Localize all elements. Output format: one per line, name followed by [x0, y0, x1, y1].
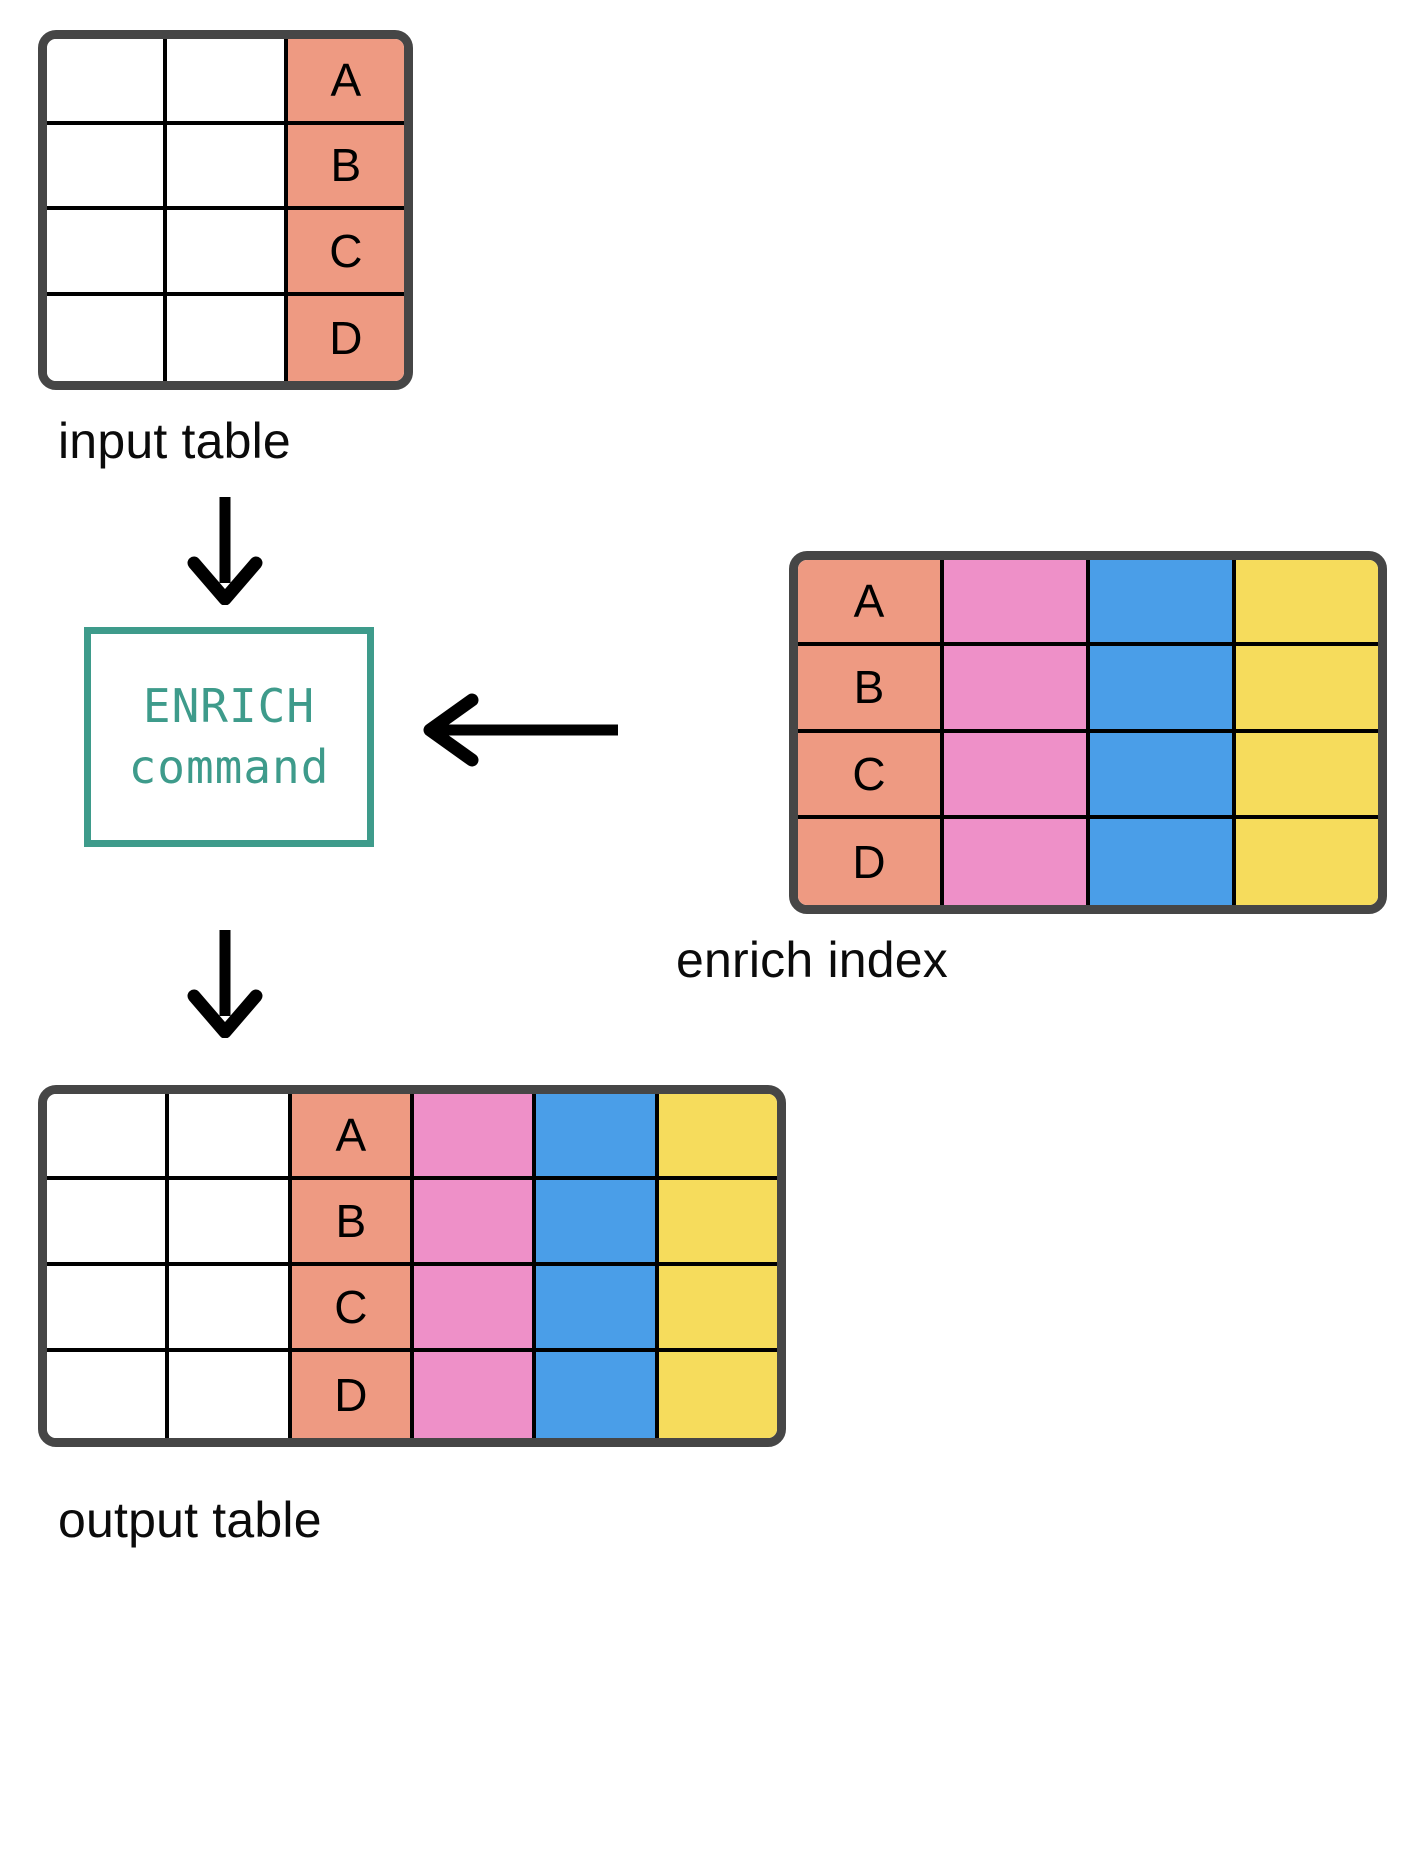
cell: [1090, 818, 1236, 905]
cell: [47, 1094, 170, 1180]
cell: [413, 1180, 537, 1266]
cell: [658, 1180, 777, 1266]
cell: [169, 1352, 292, 1438]
cell: [944, 560, 1090, 647]
table-row: B: [47, 124, 404, 210]
input-table-label: input table: [58, 413, 291, 469]
cell: [536, 1094, 659, 1180]
table-row: C: [47, 1266, 777, 1352]
cell: [167, 210, 288, 296]
cell: [169, 1094, 292, 1180]
table-row: A: [47, 39, 404, 125]
cell: [536, 1180, 659, 1266]
cell: [658, 1352, 777, 1438]
table-row: B: [798, 646, 1378, 733]
cell: [47, 39, 168, 125]
cell: [167, 39, 288, 125]
cell: [167, 295, 288, 381]
cell-key: C: [291, 1266, 414, 1352]
cell-key: B: [798, 646, 944, 733]
table-row: D: [47, 295, 404, 381]
cell: [658, 1266, 777, 1352]
cell: [658, 1094, 777, 1180]
enrich-index-table: A B C D: [789, 551, 1387, 914]
enrich-index-label: enrich index: [676, 932, 949, 988]
table-row: C: [798, 732, 1378, 819]
cell: [944, 646, 1090, 733]
cell-key: A: [287, 39, 404, 125]
cell-key: B: [287, 124, 404, 210]
cell: [169, 1180, 292, 1266]
cell: [1090, 732, 1236, 819]
output-table: A B C D: [38, 1085, 786, 1447]
cell: [1090, 646, 1236, 733]
table-row: C: [47, 210, 404, 296]
cell: [169, 1266, 292, 1352]
cell: [47, 210, 168, 296]
table-row: A: [47, 1094, 777, 1180]
enrich-command-box[interactable]: ENRICH command: [84, 627, 374, 847]
output-table-label: output table: [58, 1492, 322, 1548]
cell-key: C: [798, 732, 944, 819]
cell: [47, 1180, 170, 1266]
cell: [1236, 818, 1378, 905]
cell: [536, 1352, 659, 1438]
cell: [413, 1266, 537, 1352]
table-row: D: [47, 1352, 777, 1438]
cell: [413, 1094, 537, 1180]
input-table: A B C D: [38, 30, 413, 390]
cell-key: D: [291, 1352, 414, 1438]
arrow-command-to-output-icon: [180, 928, 270, 1043]
cell: [47, 1266, 170, 1352]
cell: [944, 818, 1090, 905]
arrow-input-to-command-icon: [180, 495, 270, 610]
table-row: B: [47, 1180, 777, 1266]
command-line-1: ENRICH: [142, 678, 316, 733]
table-row: A: [798, 560, 1378, 647]
cell: [47, 124, 168, 210]
cell: [536, 1266, 659, 1352]
cell: [47, 1352, 170, 1438]
cell: [413, 1352, 537, 1438]
cell-key: B: [291, 1180, 414, 1266]
table-row: D: [798, 818, 1378, 905]
cell: [47, 295, 168, 381]
cell: [1236, 560, 1378, 647]
arrow-index-to-command-icon: [420, 690, 620, 775]
cell-key: D: [287, 295, 404, 381]
cell: [1236, 646, 1378, 733]
cell-key: C: [287, 210, 404, 296]
cell-key: D: [798, 818, 944, 905]
cell: [167, 124, 288, 210]
command-line-2: command: [128, 740, 330, 794]
cell: [944, 732, 1090, 819]
cell-key: A: [291, 1094, 414, 1180]
cell-key: A: [798, 560, 944, 647]
cell: [1090, 560, 1236, 647]
cell: [1236, 732, 1378, 819]
